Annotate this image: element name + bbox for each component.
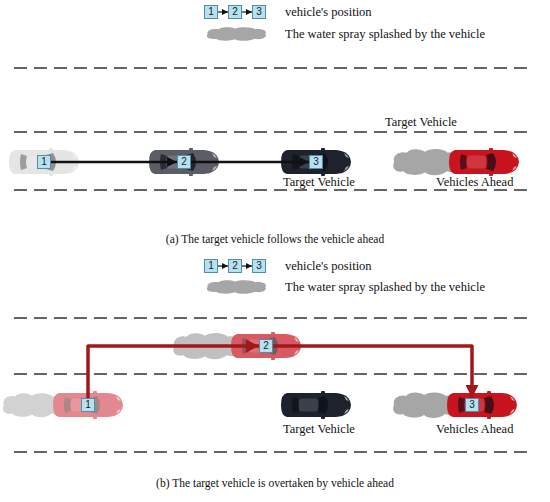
position-arrow: [191, 161, 309, 164]
position-number: 2: [228, 5, 242, 19]
lane-label: Target Vehicle: [385, 115, 457, 129]
legend-arrow: [242, 265, 252, 266]
position-number: 3: [309, 155, 323, 169]
vehicle-icon: [53, 391, 123, 419]
legend-text: The water spray splashed by the vehicle: [285, 280, 485, 294]
legend-text: The water spray splashed by the vehicle: [285, 27, 485, 41]
number-text: 1: [208, 260, 214, 271]
spray-sample: [207, 280, 266, 294]
position-arrow: [51, 161, 177, 164]
vehicle-icon: [447, 391, 517, 419]
number-text: 3: [256, 6, 262, 17]
position-number: 1: [81, 398, 95, 412]
faded-vehicle: [173, 332, 301, 360]
vehicle-label: Target Vehicle: [283, 175, 355, 189]
lane-line: [14, 451, 534, 453]
lane-line: [14, 67, 534, 69]
overtake-arrow: [88, 346, 259, 398]
position-number: 3: [465, 398, 479, 412]
vehicle-label: Vehicles Ahead: [436, 175, 513, 189]
number-text: 1: [41, 156, 47, 167]
lane-line: [14, 189, 534, 191]
legend-arrow: [242, 11, 252, 12]
lane-line: [14, 373, 534, 375]
panel-caption: (a) The target vehicle follows the vehic…: [166, 232, 384, 246]
panel-caption: (b) The target vehicle is overtaken by v…: [156, 476, 394, 490]
lane-lines: [14, 318, 534, 452]
position-number: 3: [252, 259, 266, 273]
vehicle-label: Vehicles Ahead: [436, 422, 513, 436]
position-number: 2: [259, 339, 273, 353]
lane-line: [14, 317, 534, 319]
overtake-arrow: [273, 346, 472, 398]
legend-swatch: [204, 26, 268, 42]
water-spray: [173, 333, 240, 359]
legend-text: vehicle's position: [285, 259, 372, 273]
vehicle-icon: [9, 148, 79, 176]
faded-vehicle: [3, 391, 123, 419]
number-text: 2: [232, 260, 238, 271]
lane-line: [14, 131, 534, 133]
vehicle-icon: [149, 148, 219, 176]
position-number: 1: [37, 155, 51, 169]
vehicle-icon: [449, 148, 519, 176]
number-text: 2: [232, 6, 238, 17]
number-text: 1: [208, 6, 214, 17]
number-text: 3: [256, 260, 262, 271]
spray-sample: [207, 27, 266, 41]
number-text: 1: [85, 399, 91, 410]
legend-swatch: [204, 279, 268, 295]
position-number: 2: [228, 259, 242, 273]
position-number: 1: [204, 259, 218, 273]
number-text: 2: [181, 156, 187, 167]
vehicle-icon: [281, 148, 351, 176]
legend-arrow: [218, 11, 228, 12]
lane-lines: [14, 68, 534, 190]
vehicle-icon: [231, 332, 301, 360]
vehicle-icon: [281, 391, 351, 419]
legend-text: vehicle's position: [285, 5, 372, 19]
position-number: 3: [252, 5, 266, 19]
position-number: 2: [177, 155, 191, 169]
position-number: 1: [204, 5, 218, 19]
number-text: 2: [263, 340, 269, 351]
number-text: 3: [469, 399, 475, 410]
vehicle-label: Target Vehicle: [283, 422, 355, 436]
legend-arrow: [218, 265, 228, 266]
number-text: 3: [313, 156, 319, 167]
